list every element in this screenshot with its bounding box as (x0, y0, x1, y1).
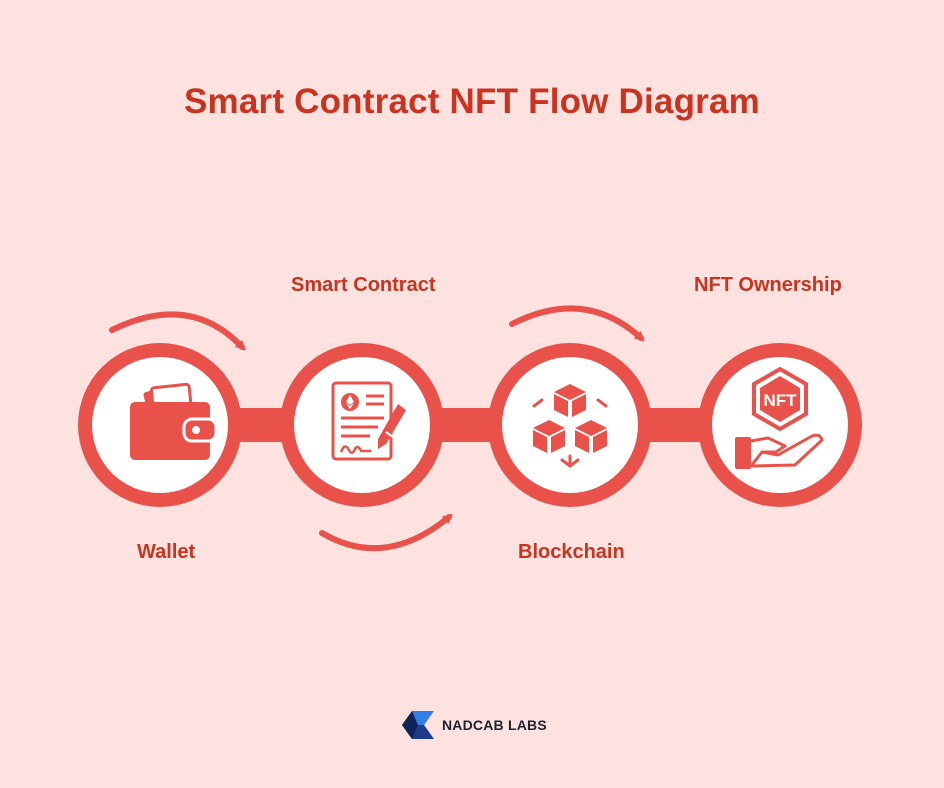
contract-icon (331, 381, 406, 461)
step-label-blockchain: Blockchain (518, 541, 625, 563)
wallet-icon (130, 382, 218, 460)
curved-arrow-3 (509, 305, 645, 342)
step-label-nft-ownership: NFT Ownership (694, 274, 842, 296)
nadcab-logo-icon (402, 711, 434, 739)
flow-connectors (160, 408, 780, 442)
curved-arrow-1 (109, 311, 246, 351)
connector-bar (160, 408, 780, 442)
brand-logo-text: NADCAB LABS (442, 717, 547, 733)
nft-badge-text: NFT (763, 391, 797, 410)
blockchain-icon (532, 384, 608, 468)
curved-arrow-2 (319, 513, 453, 552)
nft-hand-icon: NFT (735, 366, 824, 469)
step-label-smart-contract: Smart Contract (291, 274, 436, 296)
step-circle-blockchain (488, 343, 652, 507)
step-label-wallet: Wallet (137, 541, 196, 563)
page-title: Smart Contract NFT Flow Diagram (184, 82, 760, 121)
brand-logo: NADCAB LABS (400, 707, 547, 743)
